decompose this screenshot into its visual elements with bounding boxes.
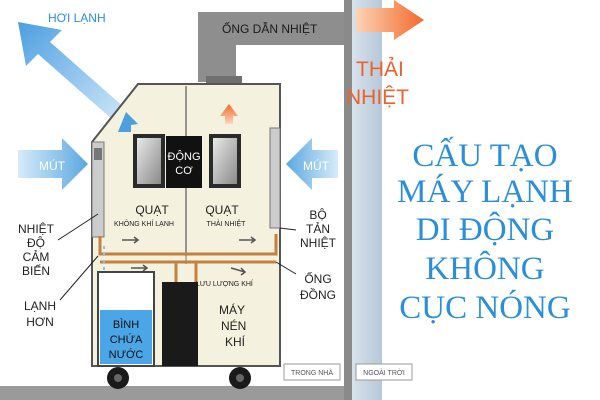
cold-coil-label-2: HƠN (26, 315, 54, 329)
flow-arrow-2 (230, 267, 247, 276)
outdoor-tag (355, 363, 413, 381)
cold-coil-label-1: LẠNH (24, 299, 56, 313)
cold-air-arrow (18, 22, 134, 128)
compressor-label-3: KHÍ (225, 334, 246, 349)
indoor-label: TRONG NHÀ (291, 368, 333, 377)
radiator-label-2: TẢN (306, 221, 330, 236)
wall-edge (344, 0, 352, 400)
compressor-pipes (174, 262, 198, 282)
flow-arrow-4 (239, 236, 257, 244)
title-line-2: MÁY LẠNH (397, 173, 573, 210)
tank-label-3: NƯỚC (109, 348, 144, 361)
copper-leader (275, 261, 297, 275)
compressor (162, 282, 198, 366)
left-side-panel (91, 141, 105, 238)
heat-fan (213, 138, 237, 184)
title-line-1: CẤU TẠO (412, 136, 557, 174)
floor (0, 386, 352, 400)
wall (352, 0, 382, 400)
cold-fan (137, 138, 161, 184)
motor (166, 136, 202, 188)
cold-fan-label-1: QUẠT (135, 203, 169, 217)
duct-collar (206, 76, 242, 84)
heat-out-label-1: THẢI (356, 58, 404, 81)
compressor-label-2: NÉN (221, 318, 246, 333)
cold-air-label: HƠI LẠNH (48, 11, 106, 25)
heat-duct (198, 12, 344, 82)
motor-label-2: CƠ (175, 165, 193, 177)
foam-left-label: MÚT (39, 158, 66, 173)
copper-label-2: ĐỒNG (300, 287, 336, 302)
foam-arrow-left (18, 138, 88, 190)
sensor-label-4: BIẾN (22, 263, 50, 278)
water-level (100, 310, 152, 364)
title-line-5: CỤC NÓNG (399, 288, 570, 326)
cold-fan-label-2: KHÔNG KHÍ LẠNH (114, 219, 174, 228)
compressor-label-1: MÁY (219, 302, 245, 317)
tank-label-2: CHỨA (110, 333, 143, 346)
sensor-label-1: NHIỆT (18, 221, 55, 236)
heat-out-arrow (356, 0, 424, 40)
foam-right-label: MÚT (303, 158, 330, 173)
sensor-leader (57, 213, 99, 241)
heat-out-label-2: NHIỆT (346, 86, 409, 109)
copper-pipe-loop (98, 234, 278, 256)
sensor-label-3: CẢM (23, 249, 50, 264)
sensor-label-2: ĐỘ (27, 235, 45, 250)
title-line-4: KHÔNG (425, 249, 544, 287)
title-line-3: DI ĐỘNG (416, 210, 554, 248)
flow-arrow-1 (131, 264, 149, 272)
heat-outlet-arrow (220, 104, 238, 124)
flow-arrow-3 (122, 236, 140, 244)
indoor-tag (283, 363, 341, 381)
heat-fan-label-2: THẢI NHIỆT (207, 219, 247, 228)
airflow-label: LƯU LƯỢNG KHÍ (196, 279, 253, 288)
tank-label-1: BÌNH (113, 318, 139, 331)
radiator-label-1: BỘ (309, 207, 326, 222)
duct-label: ỐNG DẪN NHIỆT (222, 21, 318, 36)
cold-outlet-arrow (118, 112, 138, 132)
foam-arrow-right (286, 138, 338, 190)
sensor (94, 148, 102, 160)
outdoor-label: NGOÀI TRỜI (363, 368, 405, 377)
radiator-leader (279, 227, 297, 231)
copper-label-1: ỐNG (304, 271, 331, 286)
heat-fan-label-1: QUẠT (205, 203, 239, 217)
cold-coil-leader (59, 255, 99, 301)
motor-label-1: ĐỘNG (168, 150, 201, 163)
right-side-panel (269, 127, 281, 229)
radiator-label-3: NHIỆT (300, 235, 337, 250)
